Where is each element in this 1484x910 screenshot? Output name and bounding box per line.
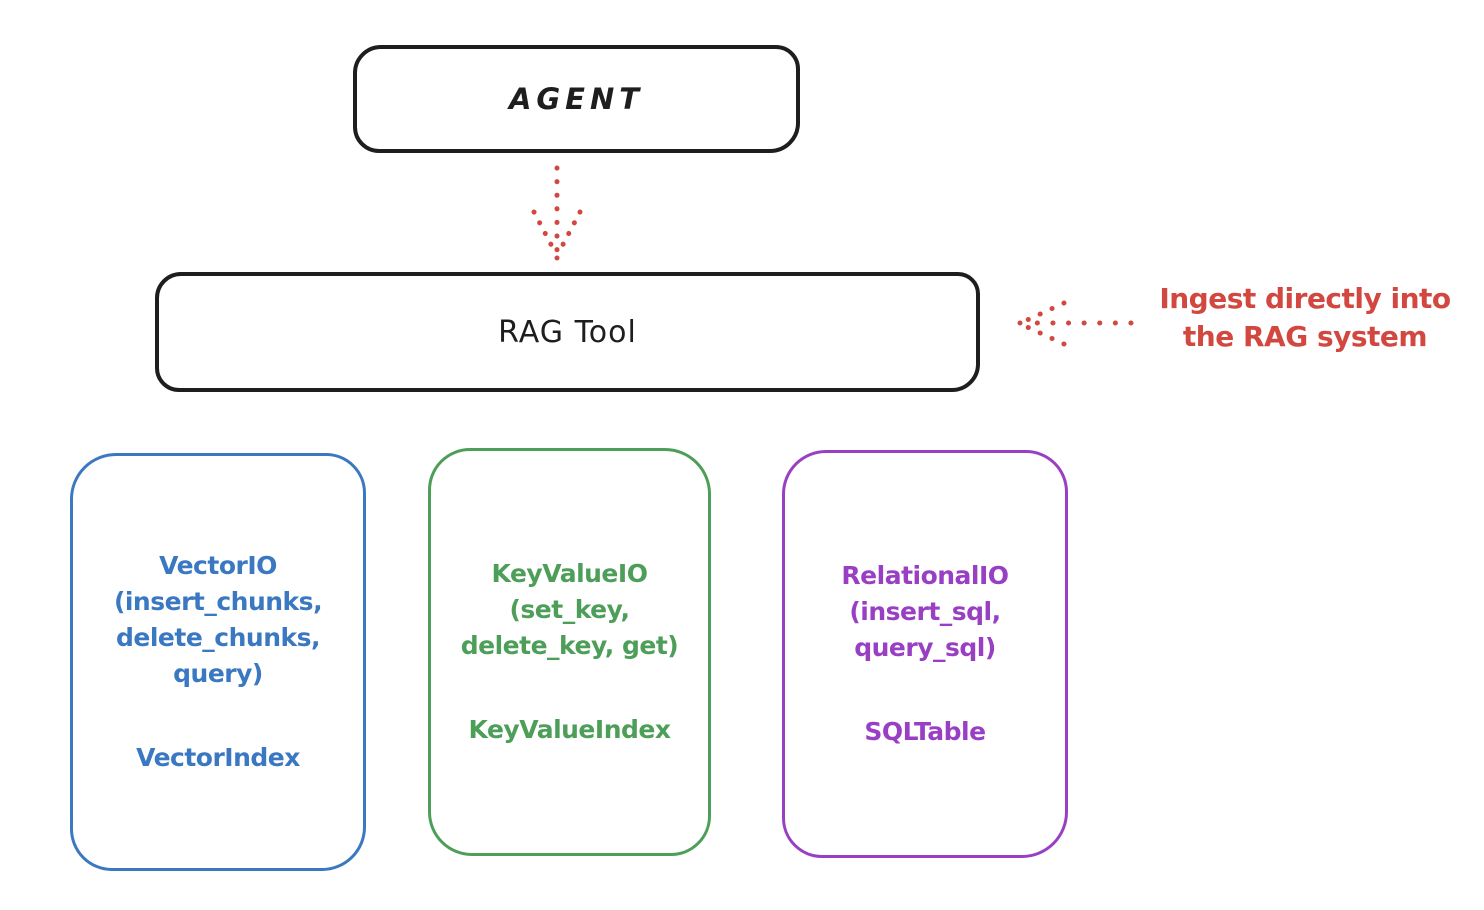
arrowhead-right-wing (555, 209, 583, 257)
vector-io-interface-text: VectorIO (insert_chunks, delete_chunks, … (113, 551, 323, 688)
ingest-annotation-text: Ingest directly into the RAG system (1159, 282, 1451, 353)
agent-label: AGENT (508, 82, 645, 116)
keyvalue-io-node: KeyValueIO (set_key, delete_key, get) Ke… (428, 448, 711, 856)
ingest-annotation-dotted-arrow (1017, 300, 1134, 347)
vector-index-label: VectorIndex (136, 743, 300, 772)
agent-node: AGENT (353, 45, 800, 153)
keyvalue-index-label: KeyValueIndex (468, 715, 671, 744)
agent-to-rag-dotted-arrow (531, 165, 583, 261)
rag-tool-label: RAG Tool (498, 314, 637, 350)
arrowhead-lower-wing (1022, 323, 1067, 347)
vector-io-node: VectorIO (insert_chunks, delete_chunks, … (70, 453, 366, 871)
sql-table-label: SQLTable (864, 717, 986, 746)
rag-tool-node: RAG Tool (155, 272, 980, 392)
relational-io-node: RelationalIO (insert_sql, query_sql) SQL… (782, 450, 1068, 858)
relational-io-interface-text: RelationalIO (insert_sql, query_sql) (841, 561, 1009, 662)
arrowhead-left-wing (531, 209, 559, 257)
arrowhead-upper-wing (1022, 300, 1067, 324)
keyvalue-io-interface-text: KeyValueIO (set_key, delete_key, get) (460, 559, 679, 660)
